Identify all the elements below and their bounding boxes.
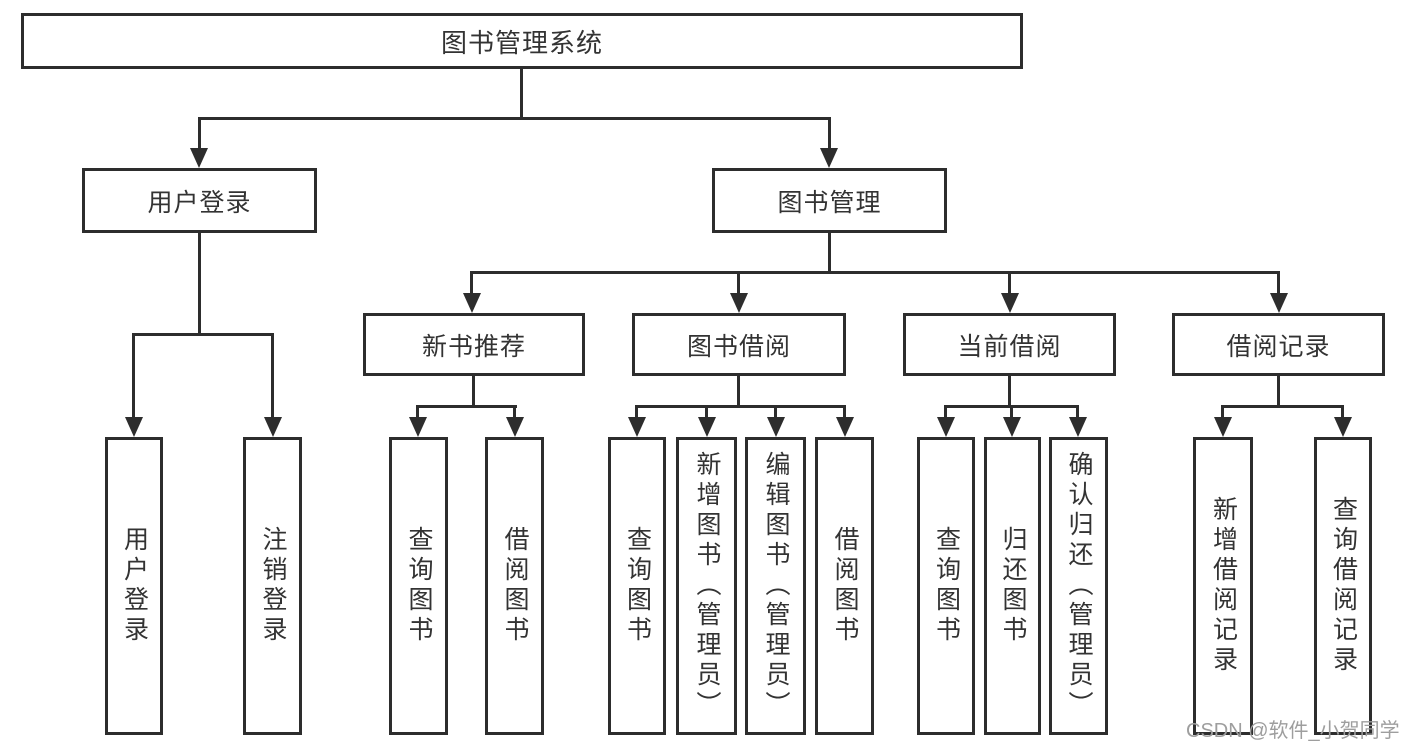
node-borrowing-records: 借阅记录	[1172, 313, 1385, 376]
arrow-down-icon	[1003, 417, 1021, 437]
connector-line	[774, 405, 777, 419]
connector-line	[1221, 405, 1224, 419]
leaf-label: 新增图书（管理员）	[693, 451, 721, 721]
connector-line	[132, 336, 135, 419]
connector-line	[1010, 405, 1013, 419]
arrow-down-icon	[1214, 417, 1232, 437]
connector-line	[737, 376, 740, 408]
leaf-label: 借阅图书	[501, 526, 529, 646]
leaf-return-book: 归还图书	[984, 437, 1041, 735]
connector-line	[198, 117, 831, 120]
leaf-borrow-books-1: 借阅图书	[485, 437, 544, 735]
connector-line	[198, 120, 201, 149]
connector-line	[271, 336, 274, 419]
arrow-down-icon	[698, 417, 716, 437]
arrow-down-icon	[264, 417, 282, 437]
leaf-borrow-books-2: 借阅图书	[815, 437, 874, 735]
arrow-down-icon	[463, 293, 481, 313]
node-user-login: 用户登录	[82, 168, 317, 233]
arrow-down-icon	[506, 417, 524, 437]
connector-line	[1221, 405, 1344, 408]
arrow-down-icon	[836, 417, 854, 437]
connector-line	[1277, 376, 1280, 408]
arrow-down-icon	[937, 417, 955, 437]
connector-line	[416, 405, 419, 419]
connector-line	[1341, 405, 1344, 419]
connector-line	[635, 405, 846, 408]
connector-line	[737, 274, 740, 294]
node-book-borrowing: 图书借阅	[632, 313, 846, 376]
arrow-down-icon	[767, 417, 785, 437]
leaf-label: 查询借阅记录	[1329, 496, 1358, 676]
leaf-query-books-3: 查询图书	[917, 437, 975, 735]
connector-line	[1277, 274, 1280, 294]
arrow-down-icon	[1270, 293, 1288, 313]
leaf-edit-book-admin: 编辑图书（管理员）	[745, 437, 806, 735]
connector-line	[132, 333, 274, 336]
connector-line	[828, 233, 831, 273]
leaf-query-books-1: 查询图书	[389, 437, 448, 735]
arrow-down-icon	[409, 417, 427, 437]
leaf-confirm-return-admin: 确认归还（管理员）	[1049, 437, 1108, 735]
leaf-logout: 注销登录	[243, 437, 302, 735]
arrow-down-icon	[628, 417, 646, 437]
arrow-down-icon	[820, 148, 838, 168]
arrow-down-icon	[1069, 417, 1087, 437]
connector-line	[843, 405, 846, 419]
leaf-query-borrow-record: 查询借阅记录	[1314, 437, 1372, 735]
leaf-label: 查询图书	[623, 526, 652, 646]
leaf-add-borrow-record: 新增借阅记录	[1193, 437, 1253, 735]
connector-line	[198, 233, 201, 336]
leaf-query-books-2: 查询图书	[608, 437, 666, 735]
connector-line	[520, 68, 523, 120]
node-book-management: 图书管理	[712, 168, 947, 233]
arrow-down-icon	[125, 417, 143, 437]
connector-line	[1008, 274, 1011, 294]
connector-line	[1076, 405, 1079, 419]
leaf-add-book-admin: 新增图书（管理员）	[676, 437, 737, 735]
leaf-label: 查询图书	[932, 526, 961, 646]
leaf-label: 借阅图书	[831, 526, 859, 646]
connector-line	[513, 405, 516, 419]
leaf-label: 用户登录	[120, 526, 149, 646]
csdn-watermark: CSDN @软件_小贺同学	[1186, 720, 1400, 742]
arrow-down-icon	[1334, 417, 1352, 437]
connector-line	[635, 405, 638, 419]
node-current-borrowing: 当前借阅	[903, 313, 1116, 376]
leaf-user-login: 用户登录	[105, 437, 163, 735]
node-library-management-system: 图书管理系统	[21, 13, 1023, 69]
connector-line	[1008, 376, 1011, 408]
leaf-label: 新增借阅记录	[1209, 496, 1238, 676]
connector-line	[828, 120, 831, 149]
leaf-label: 查询图书	[405, 526, 433, 646]
connector-line	[470, 271, 1280, 274]
leaf-label: 确认归还（管理员）	[1065, 451, 1093, 721]
connector-line	[416, 405, 517, 408]
connector-line	[470, 274, 473, 294]
leaf-label: 编辑图书（管理员）	[762, 451, 790, 721]
arrow-down-icon	[190, 148, 208, 168]
connector-line	[944, 405, 947, 419]
leaf-label: 注销登录	[259, 526, 287, 646]
arrow-down-icon	[1001, 293, 1019, 313]
connector-line	[705, 405, 708, 419]
node-new-book-recommendation: 新书推荐	[363, 313, 585, 376]
leaf-label: 归还图书	[999, 526, 1027, 646]
arrow-down-icon	[730, 293, 748, 313]
connector-line	[472, 376, 475, 408]
